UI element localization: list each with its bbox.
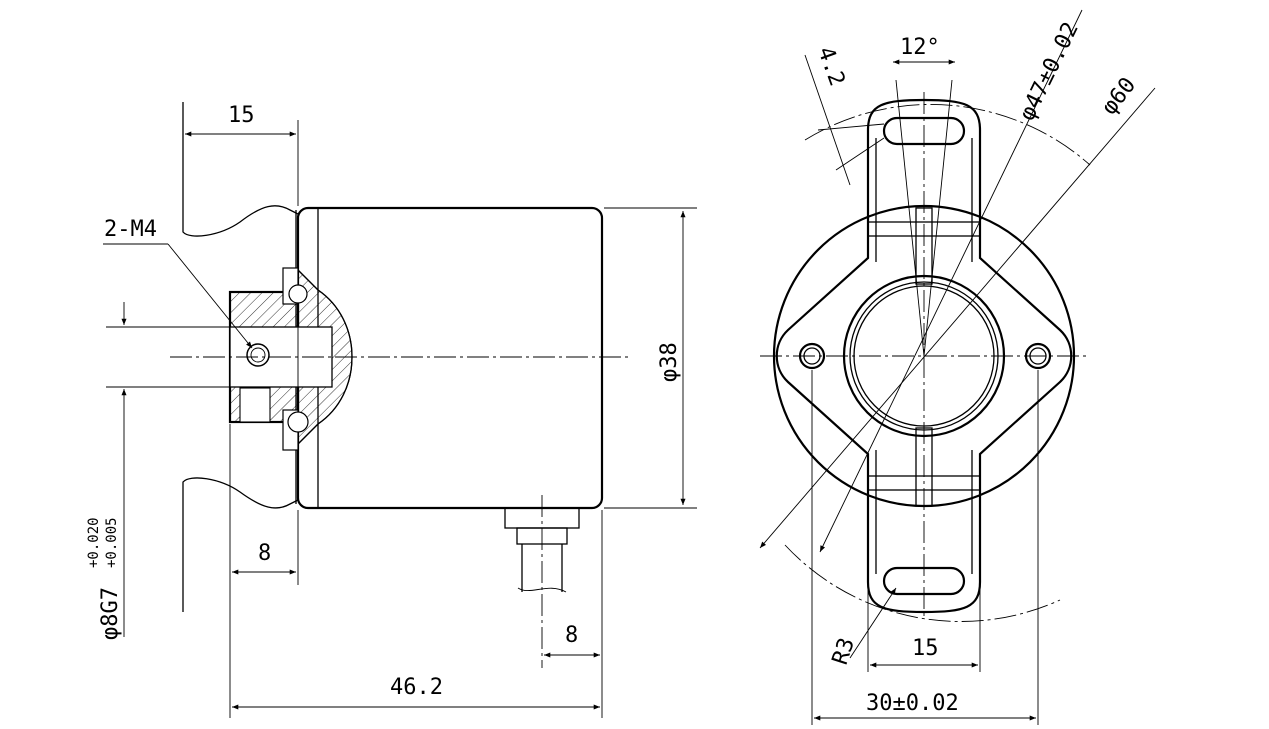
dim-slot-circle: φ47±0.02 [1015,18,1084,124]
cable [521,544,563,592]
dim-shaft-bore: φ8G7 [98,587,123,640]
side-view: 15 2-M4 φ38 φ8G7 +0.020 +0.005 8 8 46.2 [86,102,697,718]
thread-label: 2-M4 [104,217,157,242]
dim-bore-depth: 8 [258,541,271,566]
spring-clip-lower [182,477,299,612]
dim-hole-spacing: 30±0.02 [866,691,959,716]
dim-flange-offset: 15 [228,103,255,128]
set-screw-hole [246,343,270,367]
front-view: 12° 4.2 φ47±0.02 φ60 R3 15 30±0.02 [759,9,1156,725]
dim-overall-length: 46.2 [390,675,443,700]
dim-shaft-bore-tol-upper: +0.020 [86,517,102,568]
dim-slot-angle: 12° [900,35,940,60]
dim-tab-width: 15 [912,636,939,661]
dim-corner-radius: R3 [828,635,860,668]
dim-shaft-bore-tol-lower: +0.005 [104,517,120,568]
dim-slot-width: 4.2 [812,44,849,90]
dim-body-diameter: φ38 [657,342,682,382]
dim-outer-circle: φ60 [1097,73,1141,120]
spring-clip-upper [182,102,299,237]
dim-cable-offset: 8 [565,623,578,648]
